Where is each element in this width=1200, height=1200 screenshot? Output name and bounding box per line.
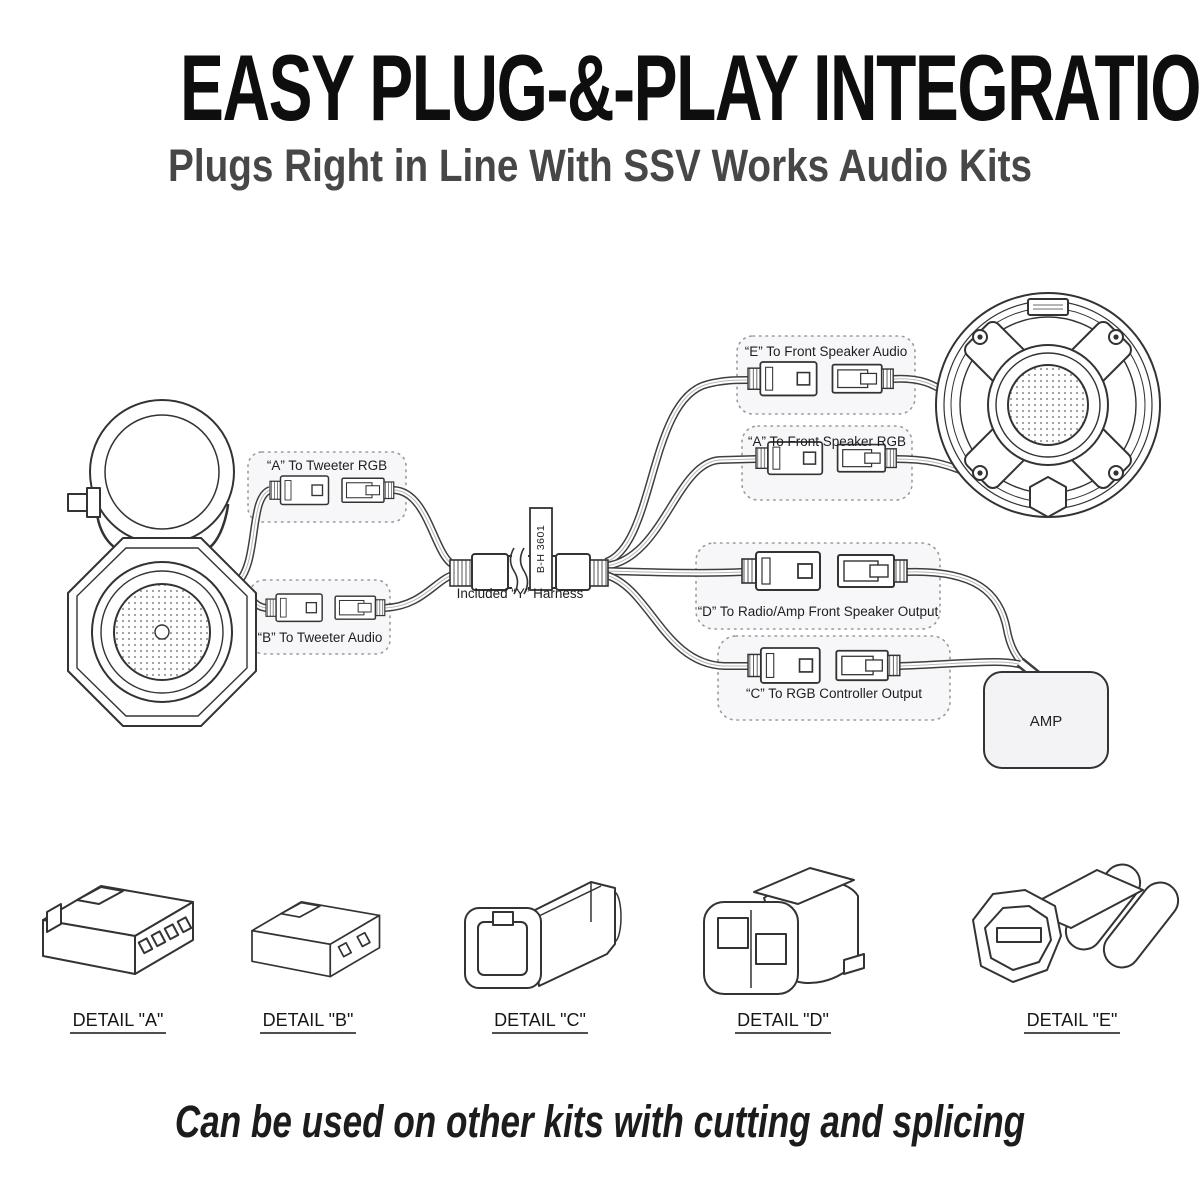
tweeter-drawing — [67, 399, 257, 727]
detail-c-label: DETAIL "C" — [494, 1010, 586, 1030]
harness-part-number: B-H 3601 — [535, 525, 547, 573]
label-b-tweeter-audio: “B” To Tweeter Audio — [258, 630, 383, 645]
detail-b-drawing — [251, 900, 381, 978]
page-subtitle: Plugs Right in Line With SSV Works Audio… — [168, 140, 1032, 191]
detail-e-drawing — [972, 863, 1180, 983]
amp-label: AMP — [1030, 713, 1063, 730]
speaker-logo-badge — [1027, 298, 1069, 316]
detail-a-drawing — [42, 885, 194, 975]
detail-e-label: DETAIL "E" — [1027, 1010, 1118, 1030]
label-included-y-harness: Included “Y” Harness — [457, 586, 584, 601]
speaker-drawing — [935, 292, 1161, 518]
detail-d-label: DETAIL "D" — [737, 1010, 829, 1030]
label-a-front-speaker-rgb: “A” To Front Speaker RGB — [748, 434, 906, 449]
label-e-front-speaker-audio: “E” To Front Speaker Audio — [745, 344, 908, 359]
label-c-rgb-controller-output: “C” To RGB Controller Output — [746, 686, 922, 701]
harness-part-tag — [529, 507, 553, 591]
callout-c-rgb-controller — [717, 635, 951, 721]
detail-c-drawing — [464, 881, 622, 989]
amp-box: AMP — [983, 671, 1109, 769]
detail-a-label: DETAIL "A" — [73, 1010, 164, 1030]
label-d-radio-amp-output: “D” To Radio/Amp Front Speaker Output — [698, 604, 939, 619]
label-a-tweeter-rgb: “A” To Tweeter RGB — [267, 458, 387, 473]
y-harness-inline-connector: B-H 3601 — [449, 507, 609, 595]
footer-note: Can be used on other kits with cutting a… — [174, 1096, 1026, 1147]
detail-d-drawing — [703, 867, 865, 995]
detail-b-label: DETAIL "B" — [263, 1010, 354, 1030]
speaker-hex-badge — [1029, 476, 1067, 518]
